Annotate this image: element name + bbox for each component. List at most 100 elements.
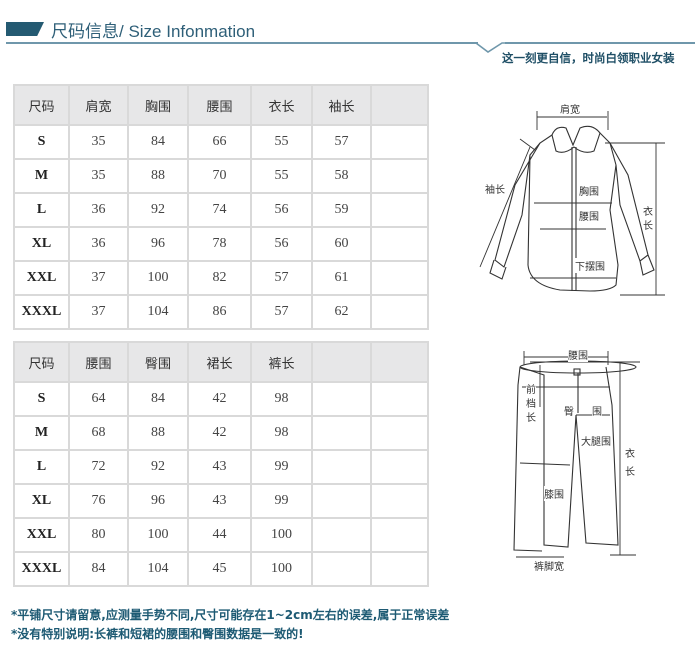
table-cell: 42: [187, 381, 252, 417]
table-cell: 43: [187, 483, 252, 519]
pants-length-label-1: 衣: [625, 445, 635, 460]
table-header-cell: [370, 84, 429, 126]
hip-label-1: 臀: [564, 403, 574, 418]
length-label-2: 长: [643, 217, 653, 232]
table-cell: 62: [311, 294, 372, 330]
table-cell: [311, 449, 372, 485]
table-row: XXL 37 100 82 57 61: [13, 260, 429, 296]
table-row: M 35 88 70 55 58: [13, 158, 429, 194]
table-cell: [370, 192, 429, 228]
table-cell: 76: [68, 483, 129, 519]
table-cell: 57: [250, 260, 313, 296]
table-header-cell: 胸围: [127, 84, 189, 126]
table-cell: 64: [68, 381, 129, 417]
table-cell: 82: [187, 260, 252, 296]
size-cell: S: [13, 381, 70, 417]
table-cell: 88: [127, 415, 189, 451]
table-header-row: 尺码 腰围 臀围 裙长 裤长: [13, 341, 429, 383]
table-cell: 57: [311, 124, 372, 160]
table-row: XL 36 96 78 56 60: [13, 226, 429, 262]
table-cell: 72: [68, 449, 129, 485]
table-header-cell: 衣长: [250, 84, 313, 126]
header-divider-right: [505, 42, 695, 44]
table-cell: 100: [127, 260, 189, 296]
table-cell: 58: [311, 158, 372, 194]
table-cell: 37: [68, 260, 129, 296]
table-cell: [370, 124, 429, 160]
table-header-cell: 腰围: [187, 84, 252, 126]
size-cell: L: [13, 449, 70, 485]
size-cell: S: [13, 124, 70, 160]
table-cell: [370, 449, 429, 485]
size-cell: XXL: [13, 517, 70, 553]
table-header-cell: 臀围: [127, 341, 189, 383]
table-cell: [370, 381, 429, 417]
table-cell: 104: [127, 294, 189, 330]
table-cell: 55: [250, 124, 313, 160]
table-cell: 80: [68, 517, 129, 553]
table-cell: [311, 415, 372, 451]
table-cell: 56: [250, 192, 313, 228]
table-cell: 61: [311, 260, 372, 296]
table-cell: [370, 158, 429, 194]
bottom-size-table: 尺码 腰围 臀围 裙长 裤长 S 64 84 42 98 M 68 88 42 …: [13, 341, 429, 587]
note-line: *平铺尺寸请留意,应测量手势不同,尺寸可能存在1~2cm左右的误差,属于正常误差: [11, 608, 450, 622]
size-cell: L: [13, 192, 70, 228]
header-accent-bar: [6, 22, 44, 36]
waist-label: 腰围: [579, 208, 599, 223]
table-cell: 60: [311, 226, 372, 262]
table-cell: 55: [250, 158, 313, 194]
table-cell: 92: [127, 449, 189, 485]
table-cell: [370, 551, 429, 587]
table-cell: 44: [187, 517, 252, 553]
table-header-cell: [370, 341, 429, 383]
length-label-1: 衣: [643, 203, 653, 218]
table-cell: [311, 381, 372, 417]
table-row: M 68 88 42 98: [13, 415, 429, 451]
hip-label-2: 围: [592, 403, 602, 418]
table-header-cell: 裙长: [187, 341, 252, 383]
table-cell: 100: [127, 517, 189, 553]
table-cell: 37: [68, 294, 129, 330]
table-cell: 35: [68, 158, 129, 194]
table-row: L 72 92 43 99: [13, 449, 429, 485]
table-cell: [370, 415, 429, 451]
table-cell: 84: [127, 381, 189, 417]
size-cell: XXXL: [13, 551, 70, 587]
knee-label: 膝围: [544, 486, 564, 501]
table-cell: [370, 517, 429, 553]
leg-opening-label: 裤脚宽: [534, 558, 564, 573]
table-cell: 57: [250, 294, 313, 330]
table-cell: 96: [127, 483, 189, 519]
table-cell: 100: [250, 517, 313, 553]
top-size-table: 尺码 肩宽 胸围 腰围 衣长 袖长 S 35 84 66 55 57 M 35 …: [13, 84, 429, 330]
table-cell: [311, 551, 372, 587]
table-cell: 36: [68, 192, 129, 228]
size-cell: M: [13, 158, 70, 194]
size-notes: *平铺尺寸请留意,应测量手势不同,尺寸可能存在1~2cm左右的误差,属于正常误差…: [11, 606, 449, 644]
table-cell: 84: [68, 551, 129, 587]
table-cell: 59: [311, 192, 372, 228]
table-row: S 35 84 66 55 57: [13, 124, 429, 160]
table-row: XXL 80 100 44 100: [13, 517, 429, 553]
table-row: S 64 84 42 98: [13, 381, 429, 417]
table-cell: 42: [187, 415, 252, 451]
size-cell: XXXL: [13, 294, 70, 330]
table-cell: 88: [127, 158, 189, 194]
table-header-cell: 袖长: [311, 84, 372, 126]
shoulder-label: 肩宽: [560, 101, 580, 116]
table-cell: 56: [250, 226, 313, 262]
shirt-outline-icon: [479, 111, 665, 296]
table-cell: 86: [187, 294, 252, 330]
table-cell: 43: [187, 449, 252, 485]
table-cell: 98: [250, 415, 313, 451]
rise-label-1: 前: [526, 381, 536, 396]
table-cell: 99: [250, 483, 313, 519]
table-cell: 68: [68, 415, 129, 451]
table-row: XXXL 84 104 45 100: [13, 551, 429, 587]
rise-label-3: 长: [526, 409, 536, 424]
table-cell: [370, 226, 429, 262]
table-row: XL 76 96 43 99: [13, 483, 429, 519]
table-header-cell: 尺码: [13, 84, 70, 126]
table-cell: [370, 294, 429, 330]
